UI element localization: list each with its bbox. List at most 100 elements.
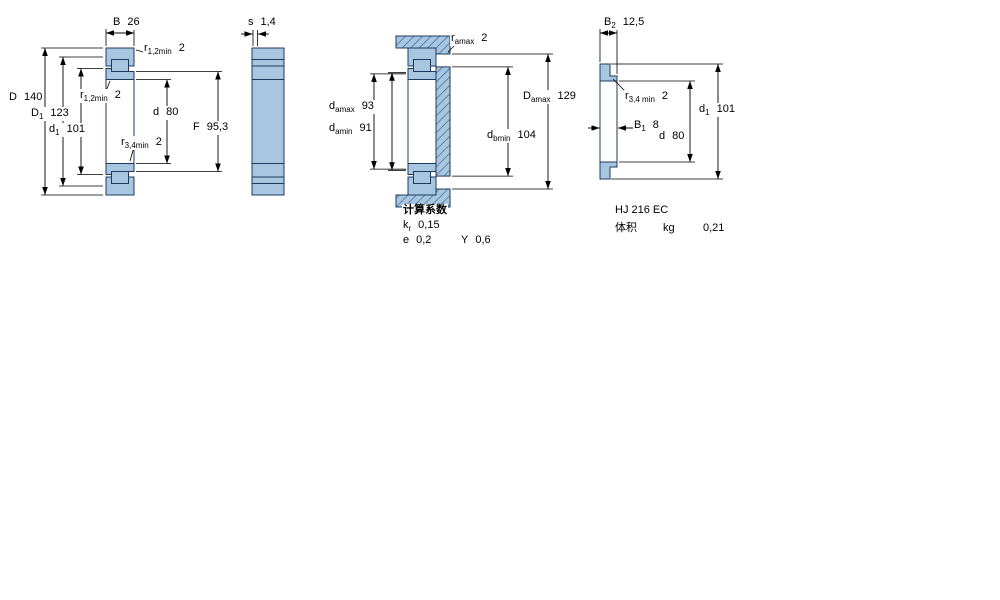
dim-label-r34: r3,4min 2 [120, 136, 163, 151]
roller-bottom [413, 171, 431, 184]
dim-symbol: B [113, 16, 121, 28]
dim-value: 2 [661, 90, 669, 102]
hj-ring-view [588, 29, 723, 180]
dim-subscript: 1,2min [147, 47, 172, 57]
dim-label-damin: damin 91 [328, 122, 373, 137]
dim-symbol: d [659, 130, 666, 142]
dim-symbol: d [153, 106, 160, 118]
dim-subscript: 2 [611, 21, 616, 31]
dim-value: 104 [517, 129, 536, 141]
dim-label-r12-top: r1,2min 2 [143, 42, 186, 57]
dim-label-d1-hj: d1 101 [698, 103, 736, 118]
dim-symbol: r [451, 32, 455, 44]
dim-value: 101 [716, 103, 735, 115]
dim-symbol: d [699, 103, 706, 115]
dim-subscript: r [408, 224, 412, 234]
dim-subscript: amin [335, 127, 353, 137]
side-view [241, 30, 285, 196]
dim-label-D: D 140 [8, 91, 44, 106]
dim-subscript: 1 [55, 128, 60, 138]
dim-label-D1: D1 123 [30, 107, 70, 122]
dim-symbol: D [523, 90, 531, 102]
dim-label-B: B 26 [112, 16, 141, 31]
dim-value: 140 [23, 91, 43, 103]
dim-value: 2 [155, 136, 162, 148]
dim-value: 129 [557, 90, 576, 102]
dim-symbol: d [487, 129, 494, 141]
bearing-rings [105, 47, 135, 196]
dim-subscript: 1 [641, 124, 646, 134]
dim-subscript: 1 [38, 112, 44, 122]
dim-symbol: s [248, 16, 254, 28]
dim-symbol: k [403, 219, 409, 231]
dim-label-d: d 80 [152, 106, 180, 121]
s-extension-lines [252, 30, 258, 46]
dim-value: 101 [66, 123, 85, 135]
dim-subscript: amax [335, 105, 355, 115]
dim-subscript: bmin [493, 134, 511, 144]
dim-subscript: 1,2min [83, 94, 108, 104]
dim-label-ramax: ramax 2 [450, 32, 489, 47]
dim-symbol: D [9, 91, 17, 103]
roller-top [111, 59, 129, 72]
dim-symbol: r [144, 42, 148, 54]
hj-ring-sections [599, 63, 618, 180]
volume-unit: kg [662, 222, 676, 234]
dim-label-r12-left: r1,2min 2 [79, 89, 122, 104]
dim-symbol: B [604, 16, 612, 28]
shaft-abutment-collar [435, 66, 451, 177]
dim-value: 123 [50, 107, 69, 119]
mounting-view [370, 35, 553, 208]
volume-label: 体积 [614, 222, 638, 234]
dim-symbol: d [329, 122, 336, 134]
dim-value: 2 [481, 32, 488, 44]
dim-symbol: D [31, 107, 39, 119]
extension-lines [370, 40, 553, 190]
dim-value: 2 [114, 89, 121, 101]
bore-silhouette-lines [407, 79, 437, 164]
dim-symbol: r [80, 89, 84, 101]
dim-value: 8 [652, 119, 659, 131]
dim-symbol: e [403, 234, 410, 246]
dim-symbol: F [193, 121, 200, 133]
dim-value: 80 [166, 106, 179, 118]
dim-subscript: amax [454, 37, 475, 47]
roller-top [413, 59, 431, 72]
dim-value: 93 [361, 100, 374, 112]
dim-symbol: Y [461, 234, 469, 246]
dim-value: 26 [127, 16, 140, 28]
dim-subscript: 1 [705, 108, 710, 118]
side-view-edges [252, 59, 284, 184]
dim-value: 0,6 [475, 234, 491, 246]
dim-label-Damax: Damax 129 [522, 90, 577, 105]
dim-symbol: d [49, 123, 56, 135]
dim-label-d1: d1 101 [48, 123, 86, 138]
dim-value: 2 [178, 42, 185, 54]
dim-symbol: B [634, 119, 642, 131]
ring-side-profile [251, 47, 285, 196]
dim-symbol: r [121, 136, 125, 148]
volume-value: 0,21 [702, 222, 726, 234]
bore-silhouette-lines [599, 81, 618, 162]
dim-symbol: r [625, 90, 629, 102]
dim-label-kr: kr 0,15 [402, 219, 441, 234]
dim-value: 0,2 [416, 234, 432, 246]
hj-ring-bottom [599, 161, 618, 180]
dim-label-Y: Y 0,6 [460, 234, 492, 249]
dim-label-e: e 0,2 [402, 234, 433, 249]
dimension-lines [371, 54, 551, 189]
dim-label-r34min-hj: r3,4 min 2 [624, 90, 670, 105]
dim-subscript: amax [530, 95, 551, 105]
mounted-bearing-rings [407, 47, 437, 196]
hj-ring-designation: HJ 216 EC [614, 204, 670, 216]
dim-subscript: 3,4min [124, 141, 149, 151]
dim-subscript: 3,4 min [628, 95, 655, 105]
dim-value: 0,15 [418, 219, 440, 231]
dim-value: 91 [359, 122, 372, 134]
